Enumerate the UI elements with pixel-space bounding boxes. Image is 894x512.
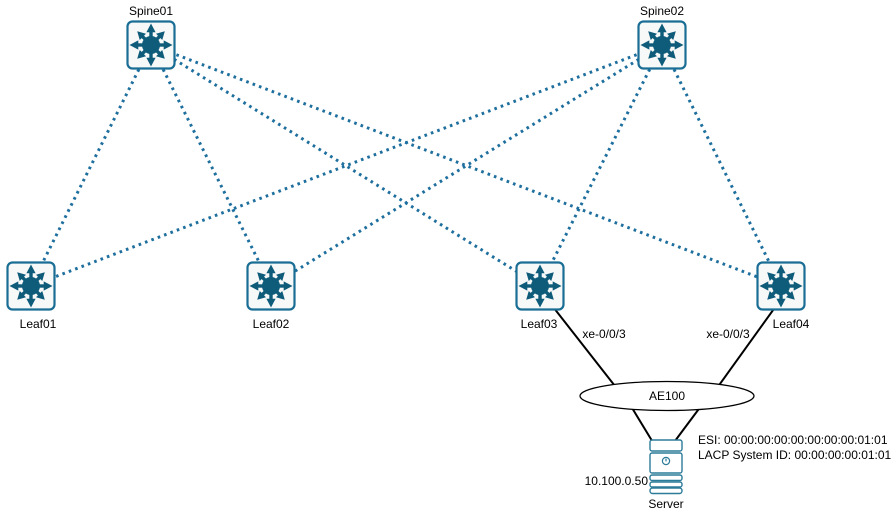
node-spine02: Spine02 <box>637 4 687 70</box>
leaf03-port-label: xe-0/0/3 <box>582 327 626 341</box>
link-leaf04-lag <box>711 305 777 396</box>
leaf04-port-label: xe-0/0/3 <box>706 327 750 341</box>
link-spine01-leaf04 <box>150 43 782 288</box>
link-leaf03-lag <box>549 302 623 396</box>
spine01-switch-icon <box>126 20 176 70</box>
lag-member-links <box>549 302 777 450</box>
spine02-switch-icon <box>637 20 687 70</box>
node-leaf02: Leaf02 <box>246 261 296 331</box>
link-spine02-leaf02 <box>270 43 663 288</box>
leaf02-switch-icon <box>246 261 296 311</box>
link-spine02-leaf01 <box>30 43 663 288</box>
server-label: Server <box>648 497 683 511</box>
link-spine01-leaf01 <box>29 44 153 287</box>
node-spine01: Spine01 <box>126 4 176 70</box>
server-icon <box>649 439 683 495</box>
leaf01-label: Leaf01 <box>20 317 57 331</box>
leaf03-label: Leaf03 <box>521 317 558 331</box>
node-leaf04: Leaf04 <box>756 261 810 331</box>
leaf01-switch-icon <box>6 261 56 311</box>
lag-ellipse <box>579 380 755 412</box>
leaf02-label: Leaf02 <box>253 317 290 331</box>
node-server: 10.100.0.50 Server <box>585 439 684 511</box>
link-spine02-leaf04 <box>660 44 783 287</box>
lag-bundle: AE100 <box>579 380 755 412</box>
leaf04-label: Leaf04 <box>773 317 810 331</box>
node-leaf01: Leaf01 <box>6 261 57 331</box>
link-spine01-leaf03 <box>150 43 541 288</box>
esi-text: ESI: 00:00:00:00:00:00:00:00:01:01 <box>698 433 888 447</box>
server-ip-label: 10.100.0.50 <box>585 474 649 488</box>
fabric-links <box>29 43 783 288</box>
link-spine02-leaf03 <box>538 44 664 287</box>
server-power-icon <box>661 456 671 466</box>
esi-annotation: ESI: 00:00:00:00:00:00:00:00:01:01 LACP … <box>698 433 892 462</box>
leaf04-switch-icon <box>756 261 806 311</box>
lag-label: AE100 <box>649 389 685 403</box>
leaf03-switch-icon <box>515 261 565 311</box>
lacp-system-id-text: LACP System ID: 00:00:00:00:01:01 <box>698 448 892 462</box>
spine02-label: Spine02 <box>640 4 684 18</box>
node-leaf03: Leaf03 <box>515 261 565 331</box>
spine01-label: Spine01 <box>129 4 173 18</box>
